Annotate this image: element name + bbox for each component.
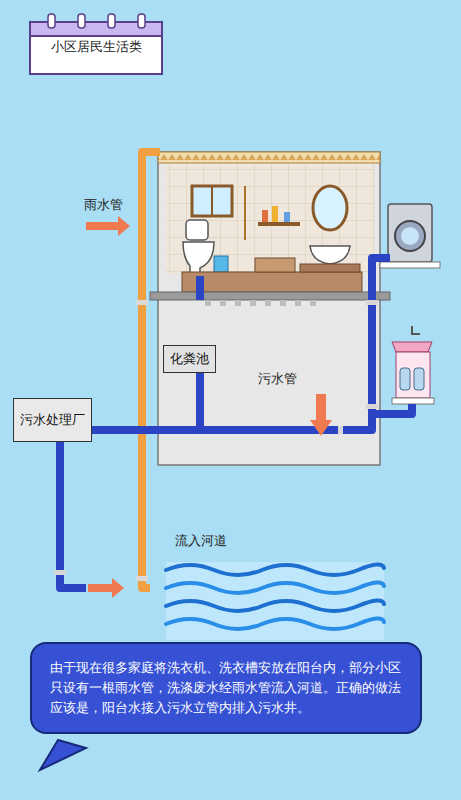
rain-pipe-label: 雨水管 [84, 196, 123, 214]
septic-tank-box: 化粪池 [163, 345, 216, 373]
sewage-pipe-label: 污水管 [258, 370, 297, 388]
node-text: 化粪池 [170, 350, 209, 368]
sewage-pipe [92, 373, 200, 430]
river-label: 流入河道 [175, 532, 227, 550]
note-bubble: 由于现在很多家庭将洗衣机、洗衣槽安放在阳台内，部分小区只设有一根雨水管，洗涤废水… [30, 642, 422, 734]
node-text: 由于现在很多家庭将洗衣机、洗衣槽安放在阳台内，部分小区只设有一根雨水管，洗涤废水… [50, 658, 402, 718]
title-tag: 小区居民生活类 [30, 38, 162, 56]
node-text: 污水处理厂 [20, 411, 85, 429]
treatment-plant-box: 污水处理厂 [13, 398, 92, 442]
